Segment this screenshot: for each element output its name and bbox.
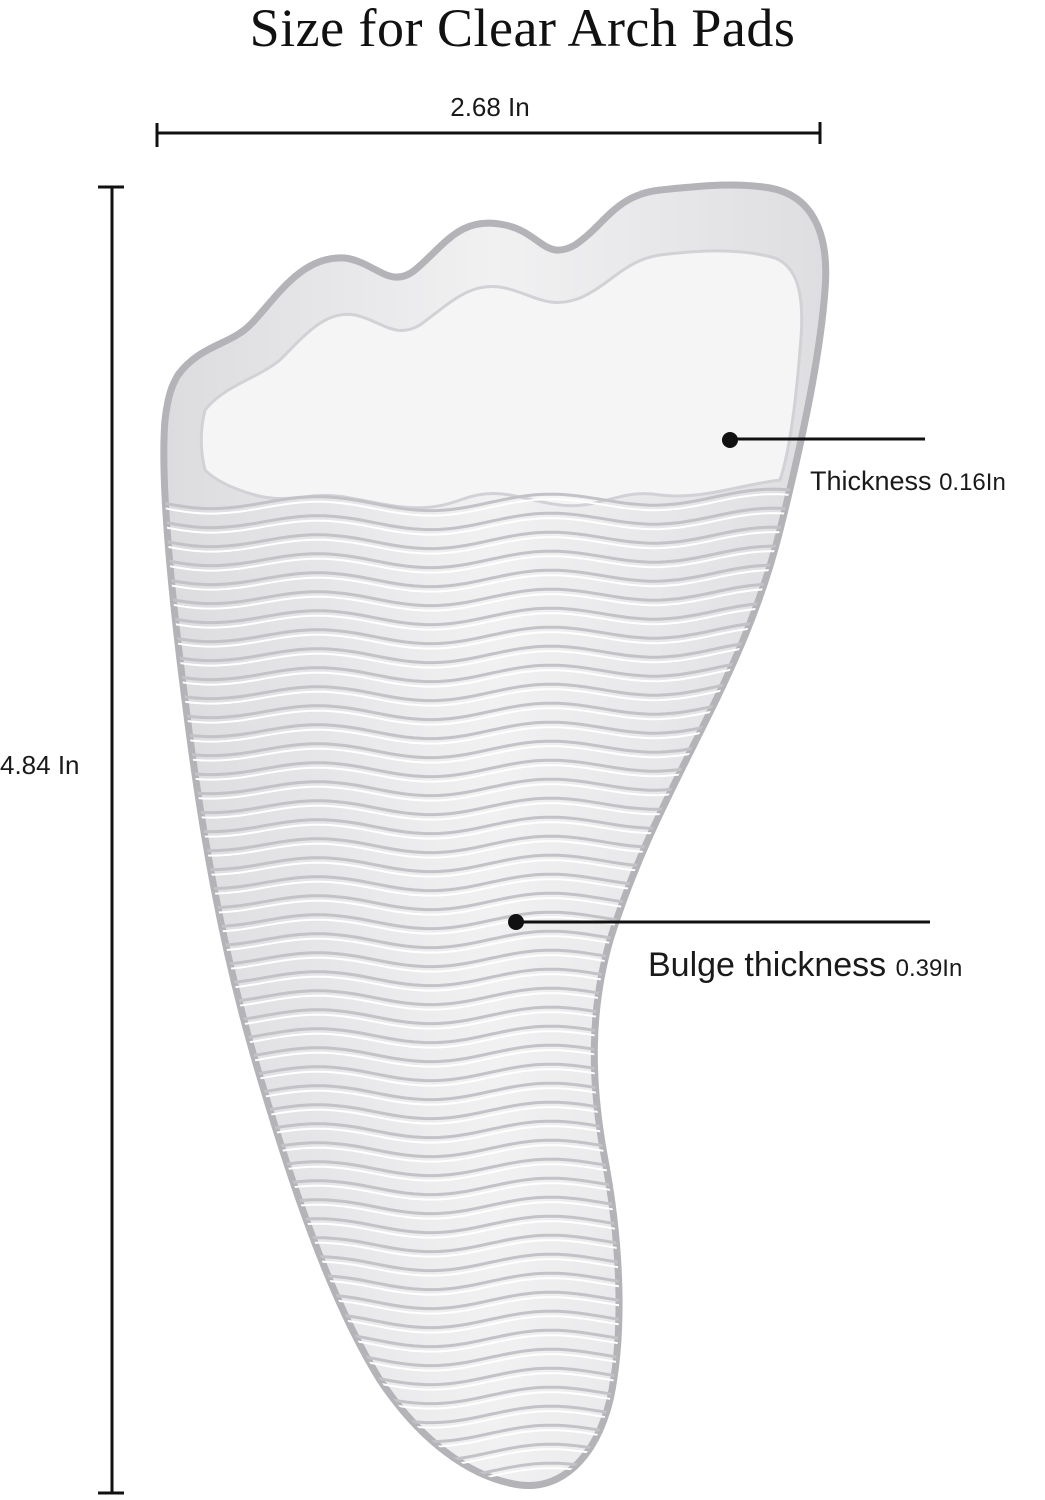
ridge-line	[163, 639, 826, 665]
ridge-line	[163, 601, 826, 627]
ridge-line	[163, 544, 826, 570]
ridge-line	[163, 620, 826, 646]
width-dimension-line	[155, 122, 822, 147]
width-dimension-label: 2.68 In	[450, 92, 530, 122]
ridge-highlight	[163, 569, 826, 593]
ridge-line	[163, 563, 826, 589]
ridge-line	[163, 658, 826, 684]
bulge-label-text: Bulge thickness	[648, 946, 887, 984]
ridge-highlight	[163, 588, 826, 612]
bulge-thickness-value: 0.39In	[895, 955, 963, 982]
ridge-line	[163, 506, 826, 532]
ridge-line	[163, 525, 826, 551]
ridge-highlight	[163, 626, 826, 650]
height-dimension-line	[98, 185, 124, 1495]
ridge-highlight	[163, 645, 826, 669]
ridge-highlight	[163, 493, 826, 517]
height-dimension-label: 4.84 In	[0, 750, 80, 780]
ridge-line	[163, 582, 826, 608]
thickness-label-text: Thickness	[810, 466, 932, 496]
ridge-highlight	[163, 607, 826, 631]
ridge-line	[163, 487, 826, 513]
thickness-value: 0.16In	[939, 469, 1006, 496]
bulge-thickness-label: Bulge thickness 0.39In	[648, 946, 962, 985]
ridge-highlight	[163, 550, 826, 574]
thickness-callout-pointer	[722, 432, 925, 448]
thickness-label: Thickness 0.16In	[810, 466, 1006, 497]
ridge-highlight	[163, 531, 826, 555]
ridge-highlight	[163, 512, 826, 536]
diagram-title: Size for Clear Arch Pads	[249, 0, 796, 58]
ridge-highlight	[163, 664, 826, 688]
bulge-callout-pointer	[508, 914, 930, 930]
